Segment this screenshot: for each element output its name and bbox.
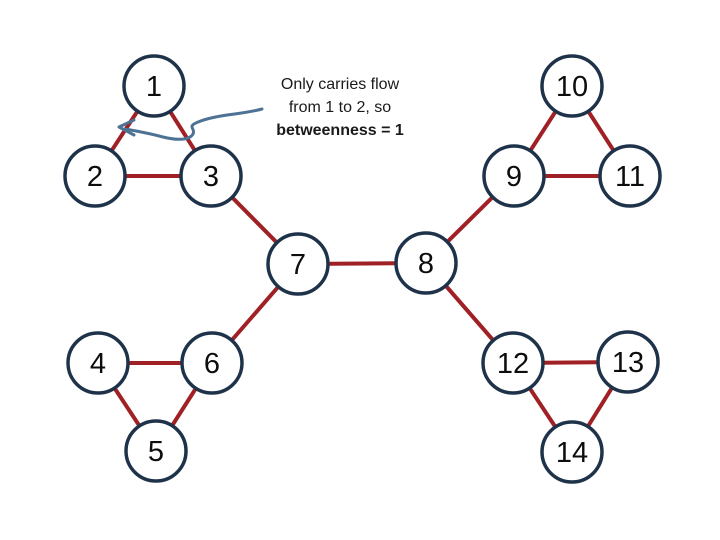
node-14 xyxy=(540,420,604,484)
node-label-2: 2 xyxy=(87,161,103,193)
node-label-7: 7 xyxy=(290,249,306,281)
node-1 xyxy=(122,54,186,118)
node-4 xyxy=(66,331,130,395)
annotation-arrow xyxy=(117,107,264,141)
node-label-12: 12 xyxy=(497,348,529,380)
node-13 xyxy=(596,330,660,394)
node-8 xyxy=(394,231,458,295)
node-label-10: 10 xyxy=(556,71,588,103)
annotation-text: Only carries flow from 1 to 2, so betwee… xyxy=(258,73,422,142)
node-6 xyxy=(180,331,244,395)
node-label-13: 13 xyxy=(612,347,644,379)
node-label-14: 14 xyxy=(556,437,588,469)
node-11 xyxy=(598,144,662,208)
node-label-9: 9 xyxy=(506,161,522,193)
node-9 xyxy=(482,144,546,208)
node-label-8: 8 xyxy=(418,248,434,280)
node-label-5: 5 xyxy=(148,436,164,468)
node-label-11: 11 xyxy=(615,161,645,193)
node-label-1: 1 xyxy=(146,71,162,103)
node-label-6: 6 xyxy=(204,348,220,380)
arrow-curve-icon xyxy=(123,107,264,141)
annotation-line-3: betweenness = 1 xyxy=(276,122,404,139)
arrow-head-icon xyxy=(117,118,136,137)
node-5 xyxy=(124,419,188,483)
node-label-4: 4 xyxy=(90,348,106,380)
node-3 xyxy=(179,144,243,208)
node-7 xyxy=(266,232,330,296)
node-2 xyxy=(63,144,127,208)
node-label-3: 3 xyxy=(203,161,219,193)
node-10 xyxy=(540,54,604,118)
annotation-line-1: Only carries flow xyxy=(280,76,400,93)
annotation-line-2: from 1 to 2, so xyxy=(288,99,392,116)
node-12 xyxy=(481,331,545,395)
